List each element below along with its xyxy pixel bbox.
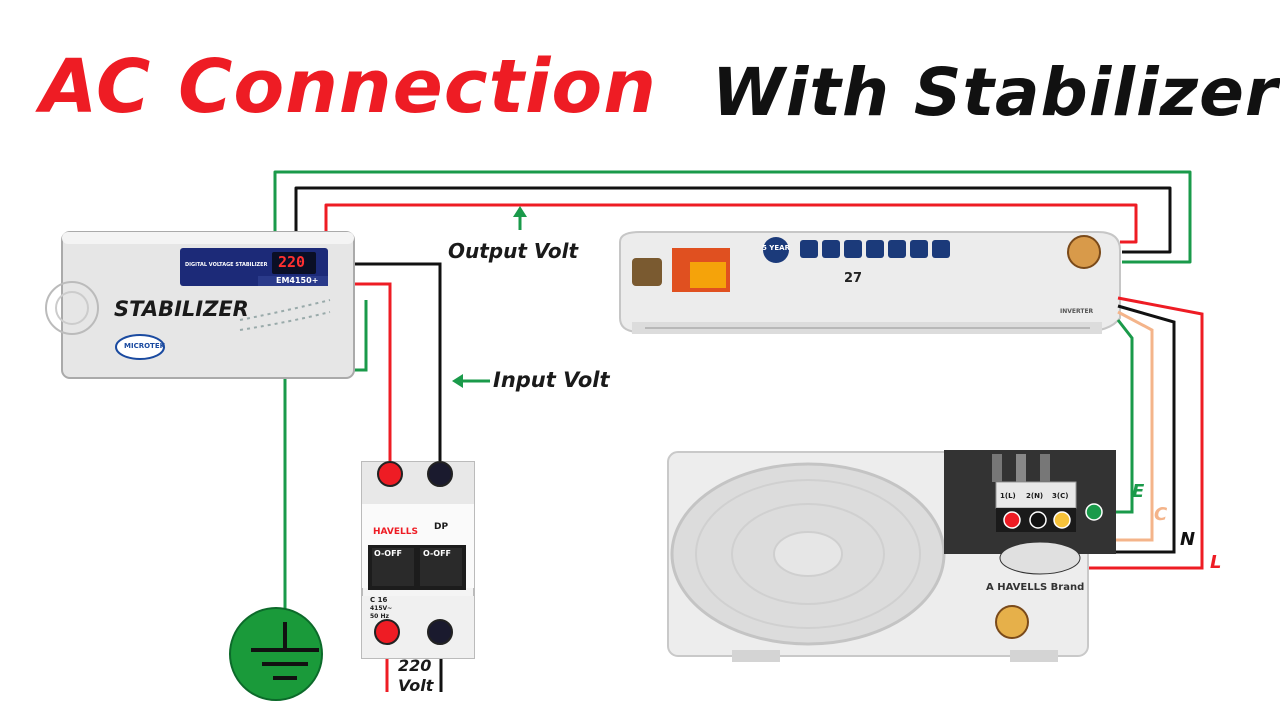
breaker-voltage: 415V~ [370, 605, 393, 612]
output-wires [273, 170, 1192, 264]
breaker-unit [361, 461, 475, 659]
output-volt-label: Output Volt [448, 239, 579, 263]
title-with-stabilizer: With Stabilizer [712, 54, 1279, 131]
breaker-freq: 50 Hz [370, 613, 389, 620]
stabilizer-display: 220 [278, 253, 306, 271]
stabilizer-brand: MICROTEK [124, 342, 166, 350]
outdoor-brand-line: A HAVELLS Brand [986, 582, 1085, 593]
output-arrow [513, 206, 527, 230]
terminal-label-2: 2(N) [1026, 492, 1044, 500]
terminal-label-3: 3(C) [1052, 492, 1069, 500]
indoor-temp-display: 27 [844, 271, 863, 286]
supply-voltage-line1: 220 [398, 656, 432, 675]
stabilizer-panel-text: DIGITAL VOLTAGE STABILIZER [185, 262, 268, 268]
breaker-rating: C 16 [370, 596, 388, 604]
earth-wire-top [273, 170, 1192, 264]
wire-letter-e: E [1132, 481, 1145, 502]
terminal-label-1: 1(L) [1000, 492, 1016, 500]
stabilizer-model: EM4150+ [276, 276, 319, 285]
wire-letter-c: C [1154, 504, 1168, 525]
live-wire-top [324, 203, 1138, 244]
input-arrow [452, 374, 490, 388]
wire-letter-l: L [1210, 552, 1222, 573]
indoor-warranty-badge: 5 YEAR [762, 244, 790, 252]
breaker-right-switch: O-OFF [423, 549, 451, 558]
indoor-ac-unit [619, 231, 1121, 334]
input-red-wire [352, 282, 392, 462]
breaker-left-switch: O-OFF [374, 549, 402, 558]
indoor-tag: INVERTER [1060, 308, 1094, 315]
stabilizer-name: STABILIZER [114, 297, 249, 321]
input-volt-label: Input Volt [493, 368, 610, 392]
stabilizer-unit [45, 231, 355, 379]
supply-voltage-line2: Volt [398, 676, 434, 695]
neutral-wire-top [294, 186, 1172, 254]
title-ac-connection: AC Connection [40, 44, 657, 130]
terminal-block [944, 450, 1116, 575]
wire-letter-n: N [1180, 529, 1196, 550]
input-black-wire [352, 262, 442, 462]
breaker-type: DP [434, 522, 449, 532]
breaker-brand: HAVELLS [373, 527, 418, 537]
earth-ground-icon [229, 607, 323, 701]
